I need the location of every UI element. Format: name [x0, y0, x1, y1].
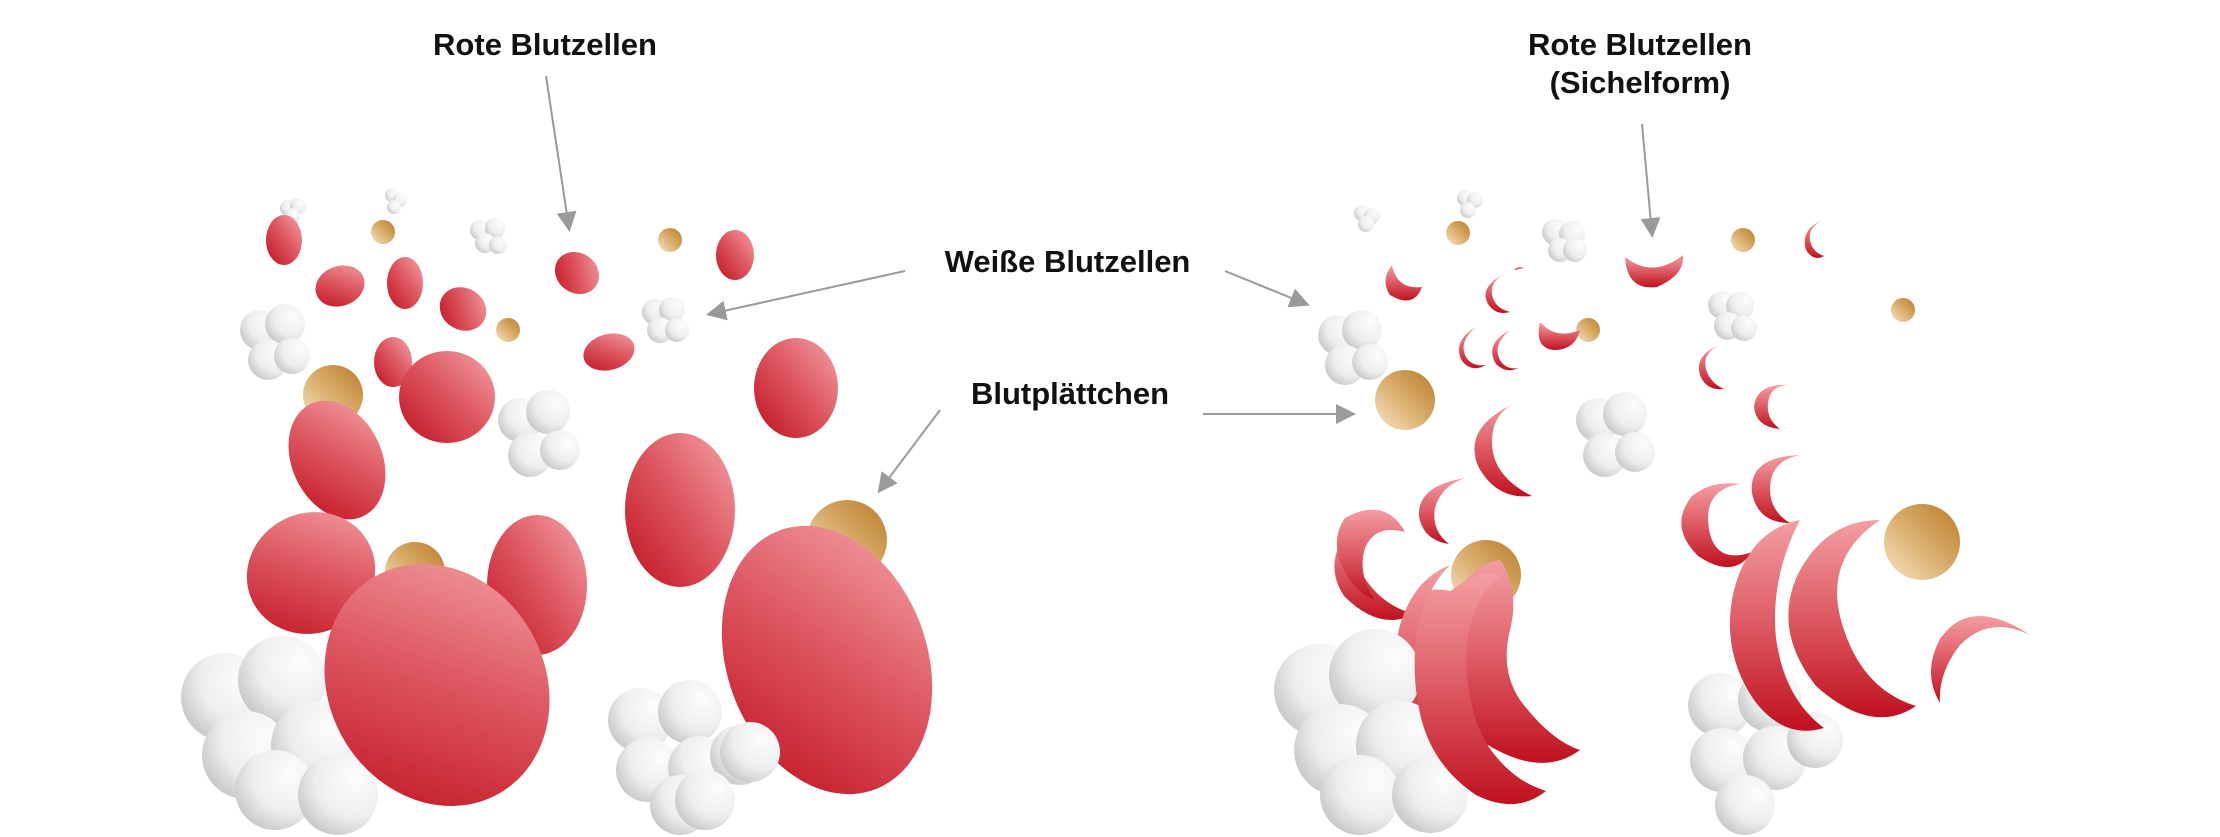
red-blood-cell — [721, 525, 933, 795]
sickle-red-blood-cell — [1334, 220, 2030, 777]
pointer-arrows — [545, 75, 1661, 494]
label-red-blood-cells: Rote Blutzellen — [433, 27, 657, 62]
label-platelets: Blutplättchen — [970, 376, 1170, 411]
white-blood-cell — [1318, 190, 1757, 477]
label-white-blood-cells: Weiße Blutzellen — [944, 244, 1191, 279]
red-blood-cell — [246, 215, 838, 655]
arrow-to-wbc-right — [1224, 270, 1310, 308]
arrow-to-rbc — [545, 75, 577, 232]
label-sickle-red-blood-cells: Rote Blutzellen (Sichelform) — [1505, 26, 1775, 102]
white-blood-cell — [240, 188, 689, 477]
label-sickle-line1: Rote Blutzellen — [1528, 27, 1752, 62]
sickle-red-blood-cell — [1414, 573, 1546, 805]
white-blood-cell — [675, 722, 780, 830]
arrow-to-sickle-rbc — [1640, 123, 1661, 238]
red-blood-cell — [324, 564, 550, 806]
white-blood-cell — [1274, 629, 1843, 835]
label-sickle-line2: (Sichelform) — [1549, 65, 1731, 100]
sickle-red-blood-cell — [1729, 520, 1824, 731]
sickle-panel — [1274, 190, 2030, 835]
normal-panel — [181, 188, 933, 835]
arrow-to-wbc-left — [706, 270, 906, 321]
arrow-to-platelet-left — [877, 409, 941, 494]
